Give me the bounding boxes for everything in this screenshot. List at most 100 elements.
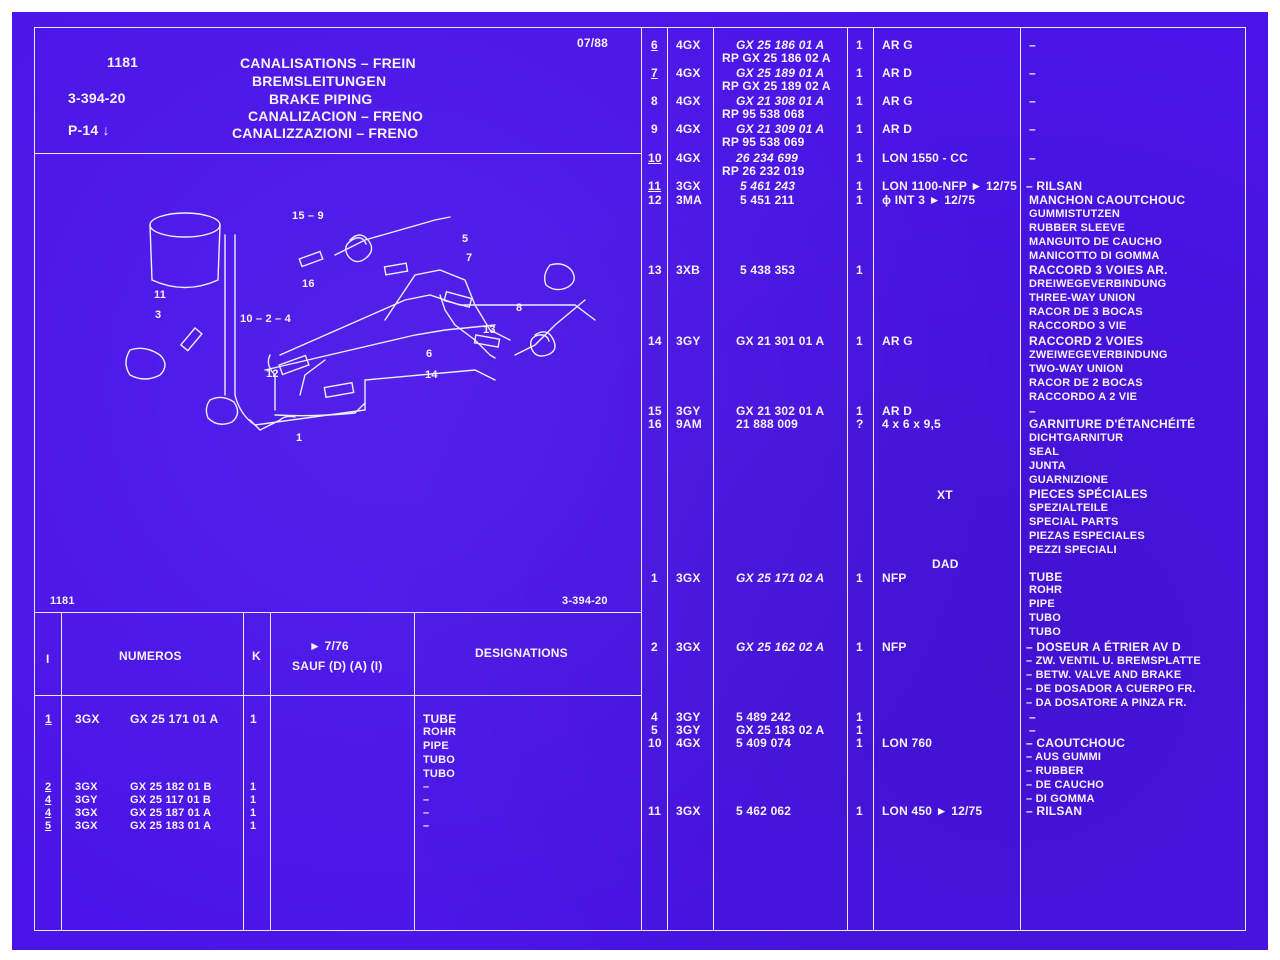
col-numeros-line [243, 612, 244, 930]
title-es: CANALIZACION – FRENO [248, 108, 424, 124]
table-row-idx: 8 [651, 94, 658, 108]
table-row-code: 3GX [75, 781, 98, 793]
table-row-code: 3GX [676, 804, 701, 818]
table-row-note: LON 450 ► 12/75 [882, 804, 983, 818]
table-row-k: 1 [856, 723, 863, 737]
header-page: P-14 ↓ [68, 122, 110, 138]
table-row-desig-2: PIPE [423, 740, 449, 752]
table-row-idx: 4 [45, 807, 52, 819]
table-row-idx: 4 [45, 794, 52, 806]
table-row-desig: RUBBER SLEEVE [1029, 222, 1126, 234]
table-row-note: LON 1550 - CC [882, 151, 968, 165]
table-row-desig: TUBE [1029, 570, 1063, 584]
table-row-note: AR D [882, 66, 913, 80]
table-row-k: 1 [856, 736, 863, 750]
table-row-part: 5 451 211 [740, 193, 795, 207]
table-row-desig: – DOSEUR A ÉTRIER AV D [1026, 640, 1181, 654]
table-row-idx: 7 [651, 66, 658, 80]
table-row-part: GX 25 186 01 A [736, 38, 825, 52]
table-row-code: 3GX [75, 820, 98, 832]
table-row-note: LON 1100-NFP ► 12/75 [882, 179, 1018, 193]
table-row-desig: – [1029, 404, 1036, 418]
table-row-k: 1 [250, 807, 257, 819]
table-row-desig: – [1029, 122, 1036, 136]
table-row-k: 1 [856, 640, 863, 654]
table-row-k: ? [856, 417, 864, 431]
table-row-code: 3GY [676, 710, 701, 724]
table-row-idx: 5 [651, 723, 658, 737]
col-idx-line [61, 612, 62, 930]
table-row-desig: GUARNIZIONE [1029, 474, 1109, 486]
table-row-note: 4 x 6 x 9,5 [882, 417, 941, 431]
callout-7: 7 [466, 252, 473, 264]
table-row-idx: 12 [648, 193, 662, 207]
section-dad-label: DAD [932, 557, 959, 571]
table-row-code: 4GX [676, 38, 701, 52]
title-de: BREMSLEITUNGEN [252, 73, 387, 89]
table-row-idx: 9 [651, 122, 658, 136]
table-row-k: 1 [856, 334, 863, 348]
table-row-idx: 1 [45, 712, 52, 726]
table-row-idx: 10 [648, 736, 662, 750]
table-row-desig: MANCHON CAOUTCHOUC [1029, 193, 1186, 207]
table-row-code: 3GY [75, 794, 98, 806]
table-row-desig: – RILSAN [1026, 179, 1083, 193]
table-row-idx: 2 [651, 640, 658, 654]
table-row-code: 3GY [676, 404, 701, 418]
header-code: 1181 [107, 54, 139, 70]
title-fr: CANALISATIONS – FREIN [240, 55, 416, 71]
table-row-part: GX 25 189 01 A [736, 66, 825, 80]
col-header-note-top: ► 7/76 [309, 639, 349, 653]
table-row-k: 1 [856, 38, 863, 52]
table-row-idx: 5 [45, 820, 52, 832]
table-row-desig: TUBO [1029, 626, 1061, 638]
table-row-desig-1: ROHR [423, 726, 457, 738]
table-row-code: 3GX [75, 807, 98, 819]
table-row-desig: – DI GOMMA [1026, 793, 1095, 805]
table-row-desig: GARNITURE D'ÉTANCHÉITÉ [1029, 417, 1196, 431]
frame-top [34, 27, 1246, 28]
table-row-code: 4GX [676, 151, 701, 165]
table-row-desig: – [1029, 66, 1036, 80]
frame-left [34, 27, 35, 930]
table-row-idx: 14 [648, 334, 662, 348]
table-row-desig: PIPE [1029, 598, 1055, 610]
callout-6: 6 [426, 348, 433, 360]
table-row-code: 3GX [676, 571, 701, 585]
table-row-desig: – BETW. VALVE AND BRAKE [1026, 669, 1182, 681]
table-row-note: LON 760 [882, 736, 933, 750]
frame-bottom [34, 930, 1246, 931]
table-row-part2: RP 95 538 069 [722, 135, 805, 149]
table-row-part: GX 25 183 02 A [736, 723, 825, 737]
table-row-k: 1 [856, 571, 863, 585]
col-header-note-bottom: SAUF (D) (A) (I) [292, 659, 383, 673]
section-xt-desig: SPEZIALTEILE [1029, 502, 1109, 514]
table-row-part2: RP 26 232 019 [722, 164, 805, 178]
table-row-desig: RACCORDO 3 VIE [1029, 320, 1127, 332]
table-row-desig: – [1029, 38, 1036, 52]
table-row-part: 26 234 699 [736, 151, 799, 165]
table-row-code: 3GX [676, 640, 701, 654]
table-row-desig: – AUS GUMMI [1026, 751, 1102, 763]
table-row-part: GX 21 308 01 A [736, 94, 825, 108]
table-row-k: 1 [250, 712, 257, 726]
title-it: CANALIZZAZIONI – FRENO [232, 125, 419, 141]
table-row-desig: – RILSAN [1026, 804, 1083, 818]
table-row-code: 3GY [676, 334, 701, 348]
col-header-numeros: NUMEROS [119, 649, 182, 663]
callout-5: 5 [462, 233, 469, 245]
table-row-part2: RP 95 538 068 [722, 107, 805, 121]
table-row-part: GX 21 302 01 A [736, 404, 825, 418]
table-row-code: 9AM [676, 417, 702, 431]
rcol-note-line [1020, 27, 1021, 930]
table-row-idx: 11 [648, 804, 662, 818]
table-row-k: 1 [250, 781, 257, 793]
section-xt-label: XT [937, 488, 953, 502]
table-row-note: AR G [882, 334, 913, 348]
callout-15-9: 15 – 9 [292, 210, 324, 222]
table-row-desig: TWO-WAY UNION [1029, 363, 1124, 375]
table-row-idx: 10 [648, 151, 662, 165]
table-row-part: GX 21 309 01 A [736, 122, 825, 136]
callout-14: 14 [425, 369, 438, 381]
table-row-k: 1 [856, 151, 863, 165]
